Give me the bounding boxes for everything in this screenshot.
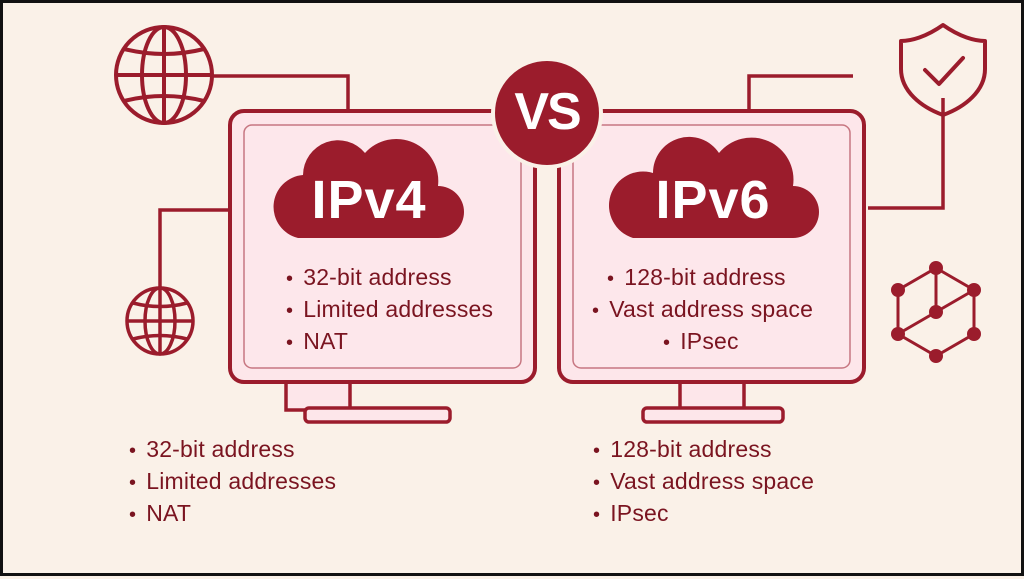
diagram-graphics [114,23,987,424]
ipv4-screen-item: •Limited addresses [286,296,494,322]
ipv6-below-item: •128-bit address [593,436,772,462]
globe-icon [125,286,195,356]
ipv4-below-item: •32-bit address [129,436,295,462]
shield-check-icon [899,23,987,117]
ipv4-below-item: •NAT [129,500,192,526]
ipv4-screen-item: •NAT [286,328,349,354]
ipv6-screen-item: •Vast address space [592,296,814,322]
ipv4-screen-item: •32-bit address [286,264,452,290]
globe-icon [114,25,214,125]
network-hexagon-icon [891,261,981,363]
ipv4-cloud-icon [273,139,464,238]
vs-label: VS [514,83,581,141]
ipv6-monitor [557,109,866,424]
ipv6-below-item: •IPsec [593,500,669,526]
ipv4-title: IPv4 [311,170,427,230]
ipv6-title: IPv6 [655,170,771,230]
vs-circle [491,57,603,169]
connector-lines [158,74,945,288]
ipv6-screen-item: •IPsec [663,328,739,354]
ipv6-below-item: •Vast address space [593,468,815,494]
ipv6-screen-item: •128-bit address [607,264,786,290]
ipv4-below-item: •Limited addresses [129,468,337,494]
ipv6-cloud-icon [608,136,819,238]
ipv4-monitor [228,109,537,424]
